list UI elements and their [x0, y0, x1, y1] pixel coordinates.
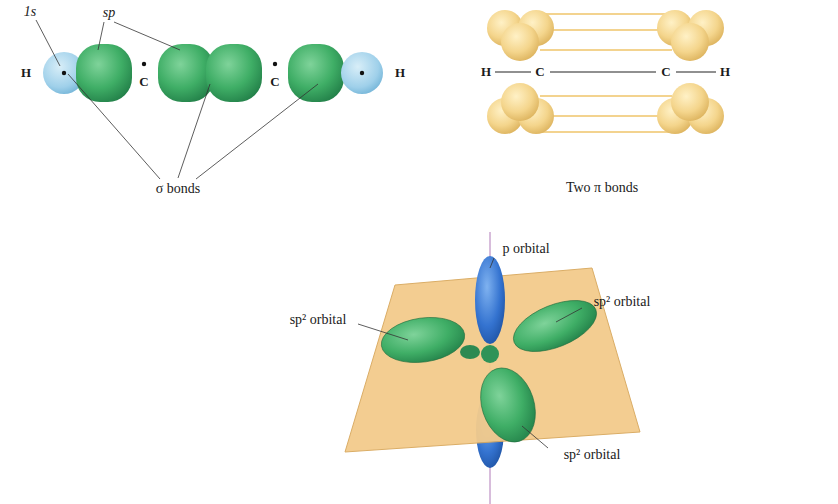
pi-bond-figure-part — [495, 71, 716, 72]
pi-bond-figure-part-part — [540, 29, 672, 30]
pi-bond-figure-part-part — [501, 83, 539, 121]
sp2-figure-part — [378, 312, 467, 367]
pi-bond-figure-part-part — [540, 49, 672, 50]
leader-line-part — [196, 84, 318, 179]
atom-symbol: C — [139, 75, 148, 89]
sigma-bond-figure-part — [158, 44, 214, 102]
leader-line — [36, 20, 318, 179]
leader-line-part — [36, 20, 60, 66]
bond-label: σ bonds — [156, 181, 201, 196]
leader-line-part — [358, 324, 408, 340]
leader-line-part — [98, 22, 104, 50]
pi-bond-figure-part-part — [540, 131, 672, 132]
sigma-bond-figure-part — [288, 44, 344, 102]
orbital-label: sp² orbital — [564, 447, 621, 462]
sigma-bond-figure-part — [62, 71, 66, 75]
leader-line — [358, 258, 582, 448]
pi-bond-figure-part-part — [540, 13, 672, 14]
sigma-bond-figure-part — [360, 71, 364, 75]
pi-bond-figure-part-part — [550, 71, 656, 72]
atom-symbol: C — [270, 75, 279, 89]
sp2-figure-part — [481, 345, 499, 363]
pi-bond-figure-part-part — [501, 23, 539, 61]
sp2-figure-part — [475, 256, 505, 344]
sp2-figure-part — [460, 345, 480, 359]
pi-bond-figure-part-part — [671, 83, 709, 121]
orbital-label: 1s — [24, 4, 36, 19]
pi-bond-figure-part-part — [671, 23, 709, 61]
sp2-figure — [345, 232, 640, 504]
leader-line-part — [522, 426, 548, 448]
sigma-bond-figure-part — [341, 52, 383, 94]
atom-symbol: C — [535, 65, 544, 79]
orbital-label: sp² orbital — [594, 294, 651, 309]
sigma-bond-figure — [43, 44, 383, 102]
leader-line-part — [178, 84, 210, 178]
pi-bond-figure-part-part — [676, 71, 716, 72]
atom-symbol: C — [661, 65, 670, 79]
orbital-label: p orbital — [502, 241, 549, 256]
pi-bond-figure-part-part — [540, 115, 672, 116]
atom-symbol: H — [21, 66, 31, 80]
atom-symbol: H — [395, 66, 405, 80]
sigma-bond-figure-part — [206, 44, 262, 102]
pi-bond-figure-part-part — [495, 71, 531, 72]
leader-line-part — [114, 22, 180, 50]
atom-symbol: H — [481, 65, 491, 79]
orbital-label: sp² orbital — [290, 312, 347, 327]
bond-label: Two π bonds — [566, 180, 638, 195]
sigma-bond-figure-part — [142, 62, 146, 66]
pi-bond-figure-part — [540, 14, 672, 132]
leader-line-part — [68, 74, 160, 179]
pi-bond-figure — [487, 10, 724, 134]
pi-bond-figure-part — [487, 10, 724, 134]
leader-line-part — [490, 258, 494, 268]
sp2-figure-part — [506, 290, 603, 362]
leader-line-part — [556, 308, 582, 322]
sigma-bond-figure-part — [273, 62, 277, 66]
atom-symbol: H — [720, 65, 730, 79]
pi-bond-figure-part-part — [540, 95, 672, 96]
orbital-label: sp — [103, 5, 115, 20]
